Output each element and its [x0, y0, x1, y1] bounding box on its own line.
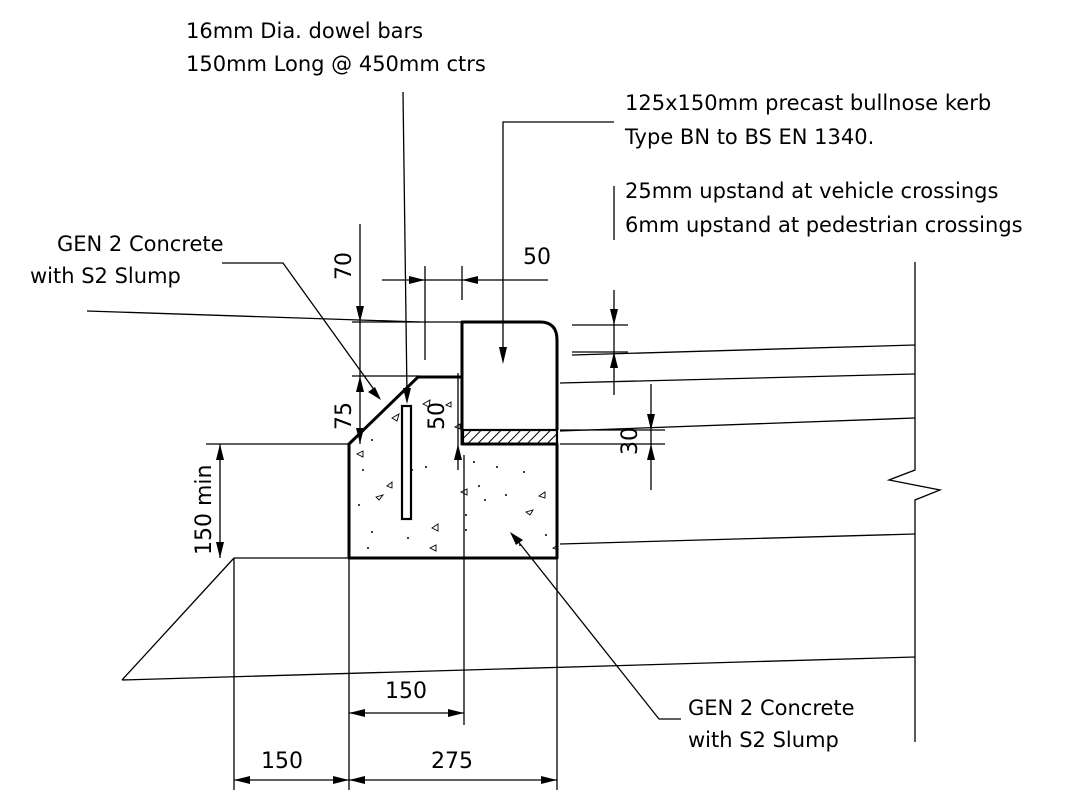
mortar-bed-hatch — [461, 428, 559, 446]
dim-75: 75 — [332, 402, 357, 430]
dowel-note: 16mm Dia. dowel bars 150mm Long @ 450mm … — [186, 19, 486, 76]
dim-275: 275 — [431, 749, 473, 774]
concrete-note-bottom-line2: with S2 Slump — [688, 728, 839, 752]
concrete-dots — [358, 439, 547, 549]
concrete-top-leader-arrow — [368, 387, 381, 400]
dim-70: 70 — [332, 252, 357, 280]
concrete-top-leader — [222, 262, 376, 392]
kerb-note-line2: Type BN to BS EN 1340. — [624, 125, 874, 149]
concrete-note-top: GEN 2 Concrete with S2 Slump — [30, 232, 224, 288]
kerb-note: 125x150mm precast bullnose kerb Type BN … — [624, 91, 991, 149]
upstand-note-line1: 25mm upstand at vehicle crossings — [625, 179, 998, 203]
kerb-leader — [502, 121, 614, 353]
dim-50-top: 50 — [523, 245, 551, 270]
ground-lines — [86, 262, 943, 742]
dowel-leader — [402, 91, 408, 396]
dowel-bar — [400, 404, 413, 521]
dimension-lines — [206, 224, 665, 790]
dim-150-min: 150 min — [192, 465, 217, 555]
kerb-leader-arrow — [499, 347, 507, 364]
concrete-bottom-leader-arrow — [510, 532, 523, 545]
dim-30: 30 — [618, 427, 643, 455]
concrete-note-bottom: GEN 2 Concrete with S2 Slump — [688, 696, 855, 752]
upstand-note: 25mm upstand at vehicle crossings 6mm up… — [625, 179, 1023, 237]
kerb-note-line1: 125x150mm precast bullnose kerb — [625, 91, 991, 115]
dowel-note-line2: 150mm Long @ 450mm ctrs — [186, 52, 486, 76]
concrete-note-top-line2: with S2 Slump — [30, 264, 181, 288]
concrete-note-top-line1: GEN 2 Concrete — [57, 232, 224, 256]
dowel-note-line1: 16mm Dia. dowel bars — [186, 19, 423, 43]
concrete-bed-outline — [347, 375, 559, 560]
dim-150-left: 150 — [261, 749, 303, 774]
dowel-leader-arrow — [403, 388, 411, 404]
bullnose-kerb — [460, 320, 559, 430]
concrete-bottom-leader — [516, 539, 681, 720]
dim-150-inner: 150 — [385, 679, 427, 704]
upstand-note-line2: 6mm upstand at pedestrian crossings — [625, 213, 1023, 237]
concrete-note-bottom-line1: GEN 2 Concrete — [688, 696, 855, 720]
